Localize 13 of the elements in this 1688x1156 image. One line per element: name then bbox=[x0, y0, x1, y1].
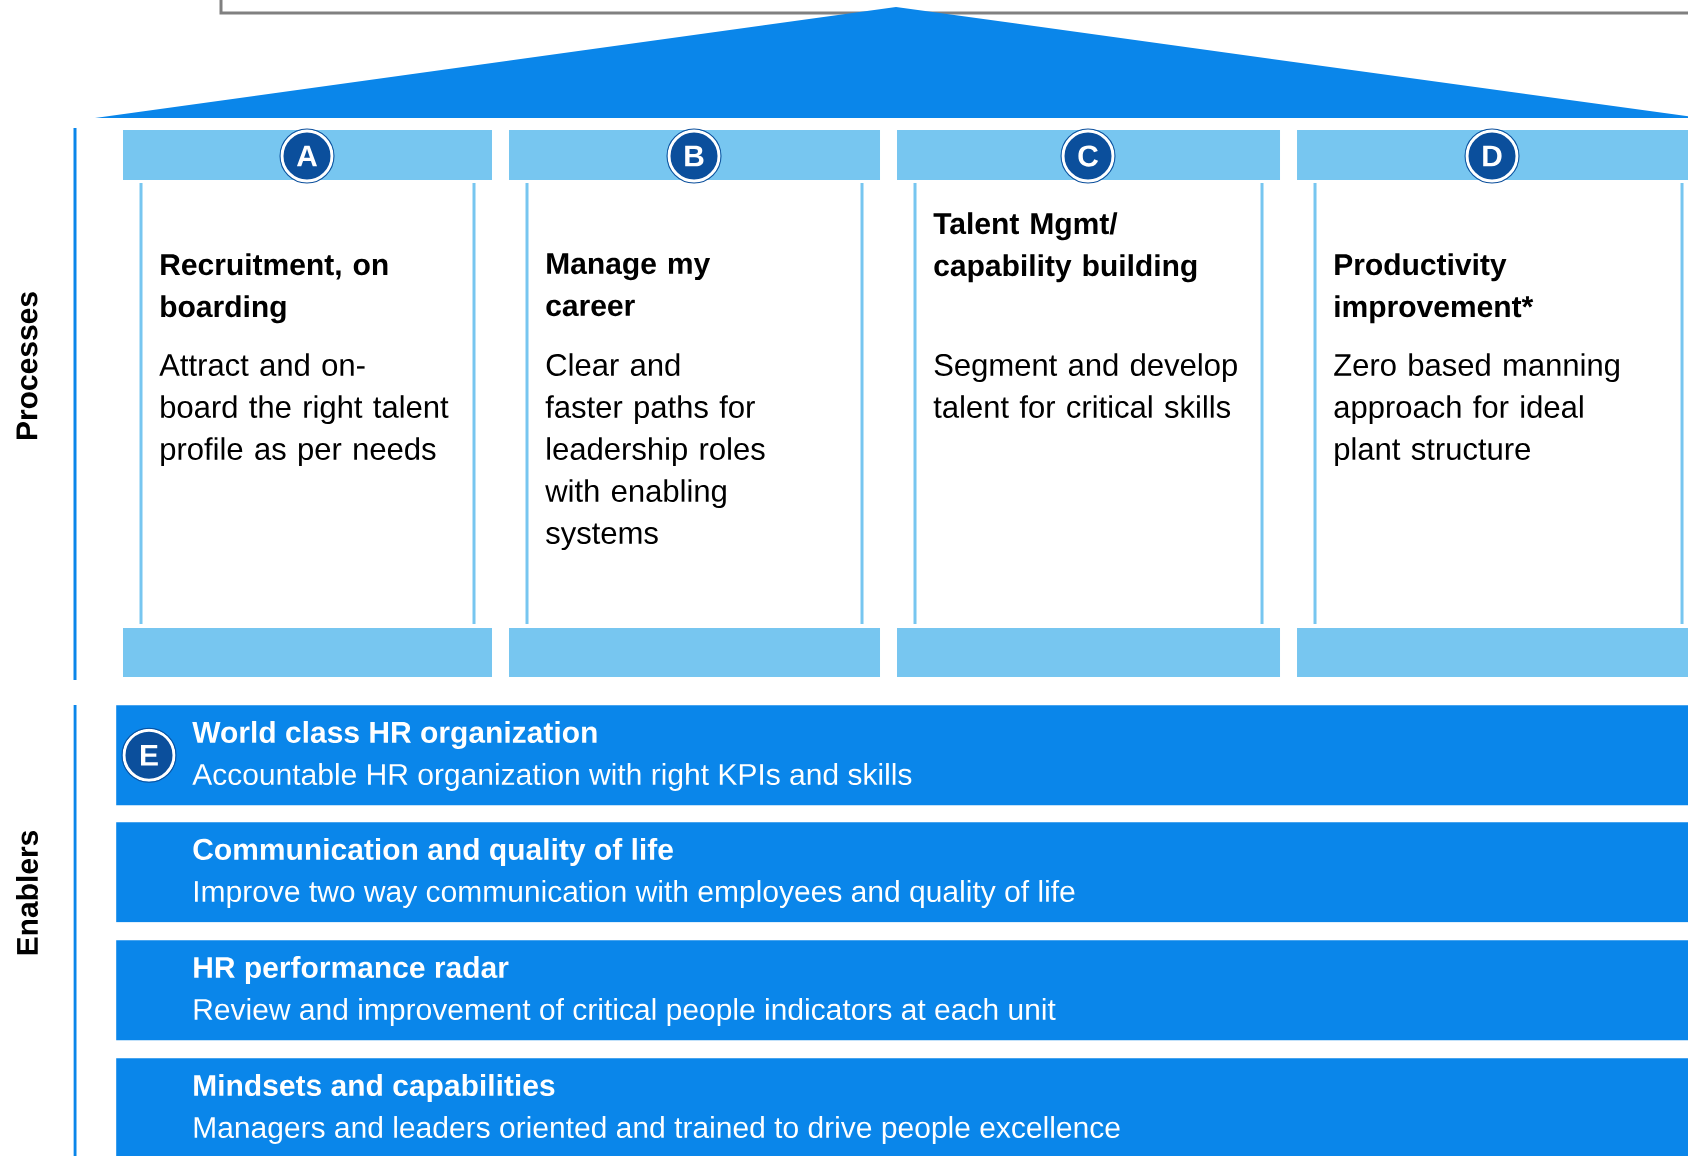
node-label: Manage my career bbox=[546, 253, 711, 317]
enabler-bar: Communication and quality of life Improve two way communication with employees and quality of life bbox=[116, 822, 1688, 923]
node-label: Attract and on-board the right talent profile as per needs bbox=[159, 353, 449, 467]
node-label: Talent Mgmt/ capability building bbox=[933, 212, 1197, 283]
node-label: Segment and develop talent for critical skills bbox=[933, 353, 1237, 418]
section-label: Processes bbox=[16, 292, 38, 440]
node-label: Productivity improvement* bbox=[1335, 253, 1534, 324]
enabler-bar: HR performance radar Review and improvement of critical people indicators at each unit bbox=[116, 940, 1688, 1041]
enabler-bar: Mindsets and capabilities Managers and leaders oriented and trained to drive people excellence bbox=[116, 1058, 1688, 1156]
node-label: Recruitment, on boarding bbox=[161, 253, 388, 324]
node-label: Clear and faster paths for leadership roles with enabling systems bbox=[545, 353, 765, 551]
section-label: Enablers bbox=[16, 830, 38, 955]
node-label: Zero based manning approach for ideal plant structure bbox=[1334, 353, 1619, 467]
